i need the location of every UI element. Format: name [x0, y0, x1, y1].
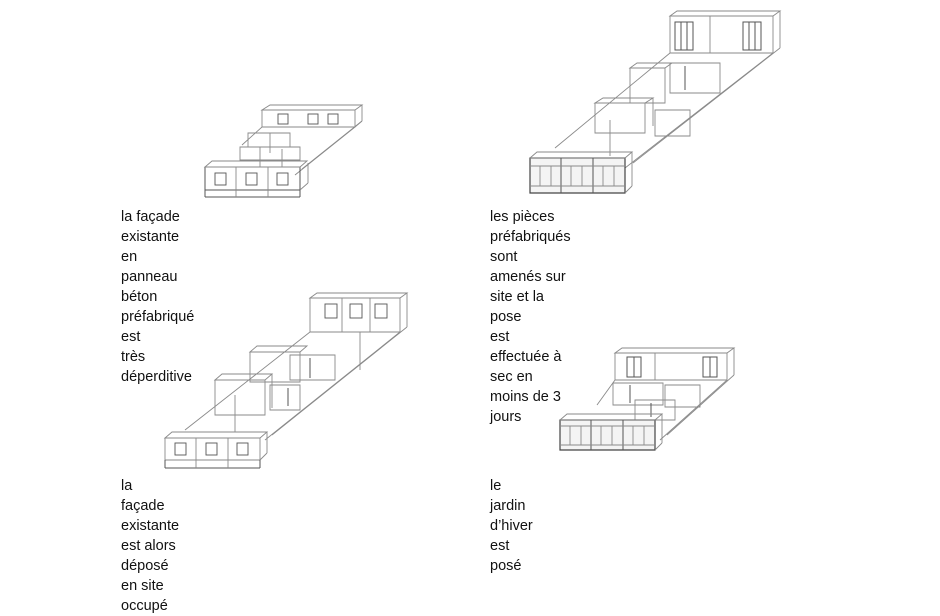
step-4-caption-line-1: le jardin d’hiver est posé	[490, 478, 533, 574]
step-1-caption-line-1: la façade existante en panneau béton pré…	[121, 209, 195, 345]
step-1-caption-line-2: très déperditive	[121, 349, 192, 385]
step-4-isometric-drawing	[555, 345, 740, 460]
step-1-isometric-drawing	[200, 104, 370, 200]
step-2-caption: les pièces préfabriqués sont amenés sur …	[490, 207, 571, 427]
step-2-caption-line-1: les pièces préfabriqués sont amenés sur …	[490, 209, 571, 325]
step-3-caption: la façade existante est alors déposé en …	[121, 476, 179, 616]
step-4-caption: le jardin d’hiver est posé	[490, 476, 533, 576]
step-2-caption-line-2: est effectuée à sec en moins de 3 jours	[490, 329, 562, 425]
step-3-isometric-drawing	[160, 290, 410, 475]
step-3-caption-line-1: la façade existante est alors déposé en …	[121, 478, 180, 614]
step-1-caption: la façade existante en panneau béton pré…	[121, 207, 194, 387]
step-2-isometric-drawing	[525, 8, 782, 198]
